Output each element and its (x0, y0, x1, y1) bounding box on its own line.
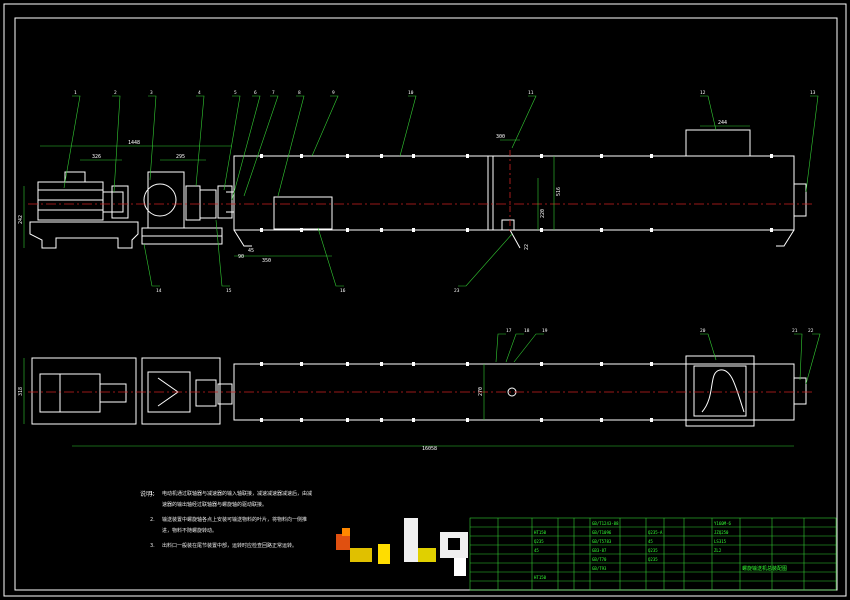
dim-326: 326 (92, 154, 101, 160)
balloon-16: 16 (340, 288, 346, 294)
dim-242: 242 (18, 215, 24, 224)
balloon-6: 6 (254, 90, 257, 96)
dim-90: 90 (238, 254, 244, 260)
svg-text:Q235: Q235 (648, 548, 658, 553)
balloon-11: 11 (528, 90, 534, 96)
trough-body (233, 155, 795, 231)
svg-text:GB/T5783: GB/T5783 (592, 539, 612, 544)
discharge-outlet (273, 196, 333, 230)
dim-244: 244 (718, 120, 727, 126)
note-item: 2.输送装置中螺旋轴各点上安装可输送物料的叶片，将物料向一侧推 (150, 517, 308, 523)
motor-coupling (102, 191, 124, 213)
svg-text:Q235-A: Q235-A (648, 530, 663, 535)
note-item: 1.电动机通过联轴器与减速器的输入轴联接，减速减速器减速后，由减 (150, 491, 313, 497)
note-item: 速器的输出轴经过联轴器与螺旋轴的驱动联接。 (162, 502, 268, 508)
balloon-3: 3 (150, 90, 153, 96)
balloon-18: 18 (524, 328, 530, 334)
note-item: 进，物料不随螺旋转动。 (162, 528, 218, 534)
motor-terminal-box (64, 171, 86, 183)
front-view (29, 129, 807, 249)
base-frame (29, 221, 139, 249)
balloon-8: 8 (298, 90, 301, 96)
balloon-5: 5 (234, 90, 237, 96)
svg-text:HT150: HT150 (534, 575, 547, 580)
balloon-7: 7 (272, 90, 275, 96)
drawing-title: 螺旋输送机总装配图 (742, 565, 787, 572)
balloon-numbers: 1 2 3 4 5 6 7 8 9 10 11 12 13 14 15 16 2… (74, 90, 816, 334)
reducer-base-plan (141, 357, 221, 425)
tail-bearing (794, 183, 807, 217)
dim-22: 22 (524, 244, 530, 250)
reducer-base (141, 227, 223, 245)
balloon-leaders (63, 95, 821, 385)
trough-flange-bolts (260, 154, 773, 232)
dim-45: 45 (248, 248, 254, 254)
svg-text:LS315: LS315 (714, 539, 727, 544)
balloon-21: 21 (792, 328, 798, 334)
dim-350: 350 (262, 258, 271, 264)
svg-text:Q235: Q235 (648, 557, 658, 562)
svg-text:Q235: Q235 (534, 539, 544, 544)
dim-516: 516 (556, 187, 562, 196)
screw-flight-symbol (701, 369, 745, 413)
title-block (469, 517, 837, 591)
note-item: 3.出料口一般装在尾节装置中部，运转时应检查回路正常运转。 (150, 543, 298, 549)
motor-base-plan (31, 357, 137, 425)
svg-text:JZQ250: JZQ250 (714, 530, 729, 535)
svg-text:GB/T1096: GB/T1096 (592, 530, 612, 535)
balloon-12: 12 (700, 90, 706, 96)
svg-text:ZL2: ZL2 (714, 548, 722, 553)
svg-text:45: 45 (648, 539, 653, 544)
svg-text:GB/T1243-88: GB/T1243-88 (592, 521, 619, 526)
svg-text:GB/T70: GB/T70 (592, 557, 607, 562)
inlet-plan (685, 355, 755, 427)
balloon-15: 15 (226, 288, 232, 294)
reducer-gear (143, 183, 177, 217)
balloon-10: 10 (408, 90, 414, 96)
dim-318: 318 (18, 387, 24, 396)
dim-1448: 1448 (128, 140, 140, 146)
dim-270: 270 (478, 387, 484, 396)
top-view (31, 355, 807, 427)
dim-16058: 16058 (422, 446, 437, 452)
balloon-20: 20 (700, 328, 706, 334)
svg-text:HT150: HT150 (534, 530, 547, 535)
reducer-body (147, 171, 185, 229)
balloon-23: 23 (454, 288, 460, 294)
title-block-texts: GB/T1243-88 HT150 Q235 45 GB/T1096 GB/T5… (534, 521, 787, 580)
balloon-17: 17 (506, 328, 512, 334)
svg-text:Y160M-6: Y160M-6 (714, 521, 731, 526)
svg-text:45: 45 (534, 548, 539, 553)
drawing-frame (3, 3, 847, 597)
dim-300: 300 (496, 134, 505, 140)
dim-220: 220 (540, 209, 546, 218)
notes-title: 说明： (140, 491, 159, 498)
balloon-1: 1 (74, 90, 77, 96)
balloon-9: 9 (332, 90, 335, 96)
feed-inlet (685, 129, 751, 157)
watermark-blocks (336, 518, 468, 576)
balloon-13: 13 (810, 90, 816, 96)
svg-text:GB3-87: GB3-87 (592, 548, 607, 553)
inner-frame (14, 17, 838, 591)
trough-plan-bolts (260, 362, 653, 422)
svg-text:GB/T93: GB/T93 (592, 566, 607, 571)
balloon-14: 14 (156, 288, 162, 294)
motor-body (37, 181, 104, 221)
dimension-lines (23, 125, 794, 447)
dimension-texts: 1448 326 295 300 244 242 516 220 45 22 9… (18, 120, 727, 452)
balloon-4: 4 (198, 90, 201, 96)
balloon-22: 22 (808, 328, 814, 334)
motor-plan (39, 373, 101, 413)
balloon-2: 2 (114, 90, 117, 96)
balloon-19: 19 (542, 328, 548, 334)
dim-295: 295 (176, 154, 185, 160)
